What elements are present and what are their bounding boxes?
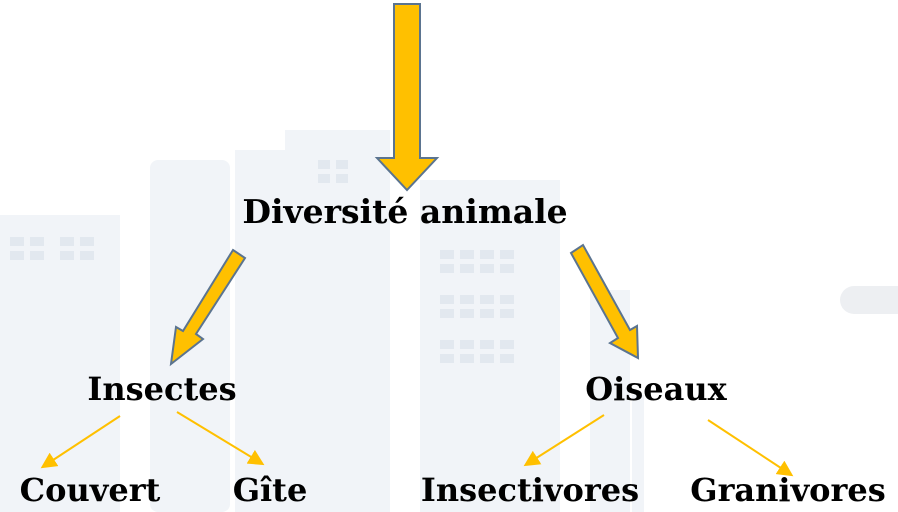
arrow-oiseaux-to-granivores (707, 419, 794, 477)
node-root-label: Diversité animale (242, 192, 568, 231)
node-granivores-label: Granivores (690, 471, 886, 509)
node-gite-label: Gîte (232, 471, 308, 509)
node-oiseaux-label: Oiseaux (585, 370, 727, 408)
node-insectivores-label: Insectivores (420, 471, 640, 509)
arrow-root-to-oiseaux (569, 243, 640, 360)
node-couvert-label: Couvert (19, 471, 161, 509)
arrow-insectes-to-gite (176, 411, 265, 466)
arrow-insectes-to-couvert (40, 415, 121, 469)
arrow-root-to-insectes (169, 248, 247, 367)
node-insectes-label: Insectes (87, 370, 237, 408)
arrow-into-root (374, 3, 440, 192)
arrow-oiseaux-to-insectivores (523, 414, 605, 467)
